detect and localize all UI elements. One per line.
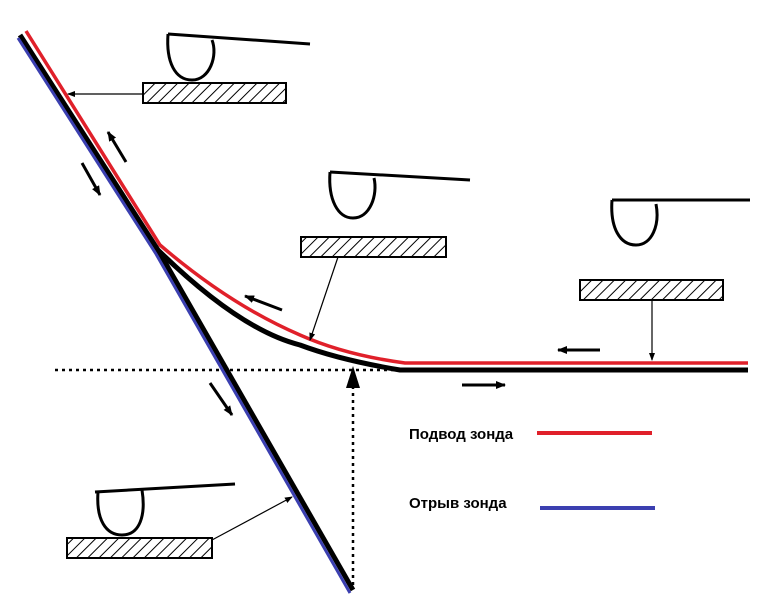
retract-curve xyxy=(16,37,352,594)
arrow-left-curve xyxy=(244,294,283,312)
legend-retract-label: Отрыв зонда xyxy=(409,495,507,512)
arrow-up-left-1 xyxy=(106,131,128,163)
probe-contact-top xyxy=(67,32,311,104)
arrow-down-right-1 xyxy=(80,162,102,196)
probe-adhesion-bottom xyxy=(66,482,293,559)
probe-attract-middle xyxy=(300,170,471,341)
curve-black xyxy=(17,33,748,373)
probe-free-right xyxy=(579,198,750,361)
approach-curve xyxy=(24,30,748,365)
arrow-down-right-2 xyxy=(208,382,234,416)
legend: Подвод зонда Отрыв зонда xyxy=(409,426,655,512)
adhesion-arrow-head xyxy=(346,366,360,388)
retract-black-line xyxy=(155,248,356,592)
legend-approach-label: Подвод зонда xyxy=(409,426,514,443)
